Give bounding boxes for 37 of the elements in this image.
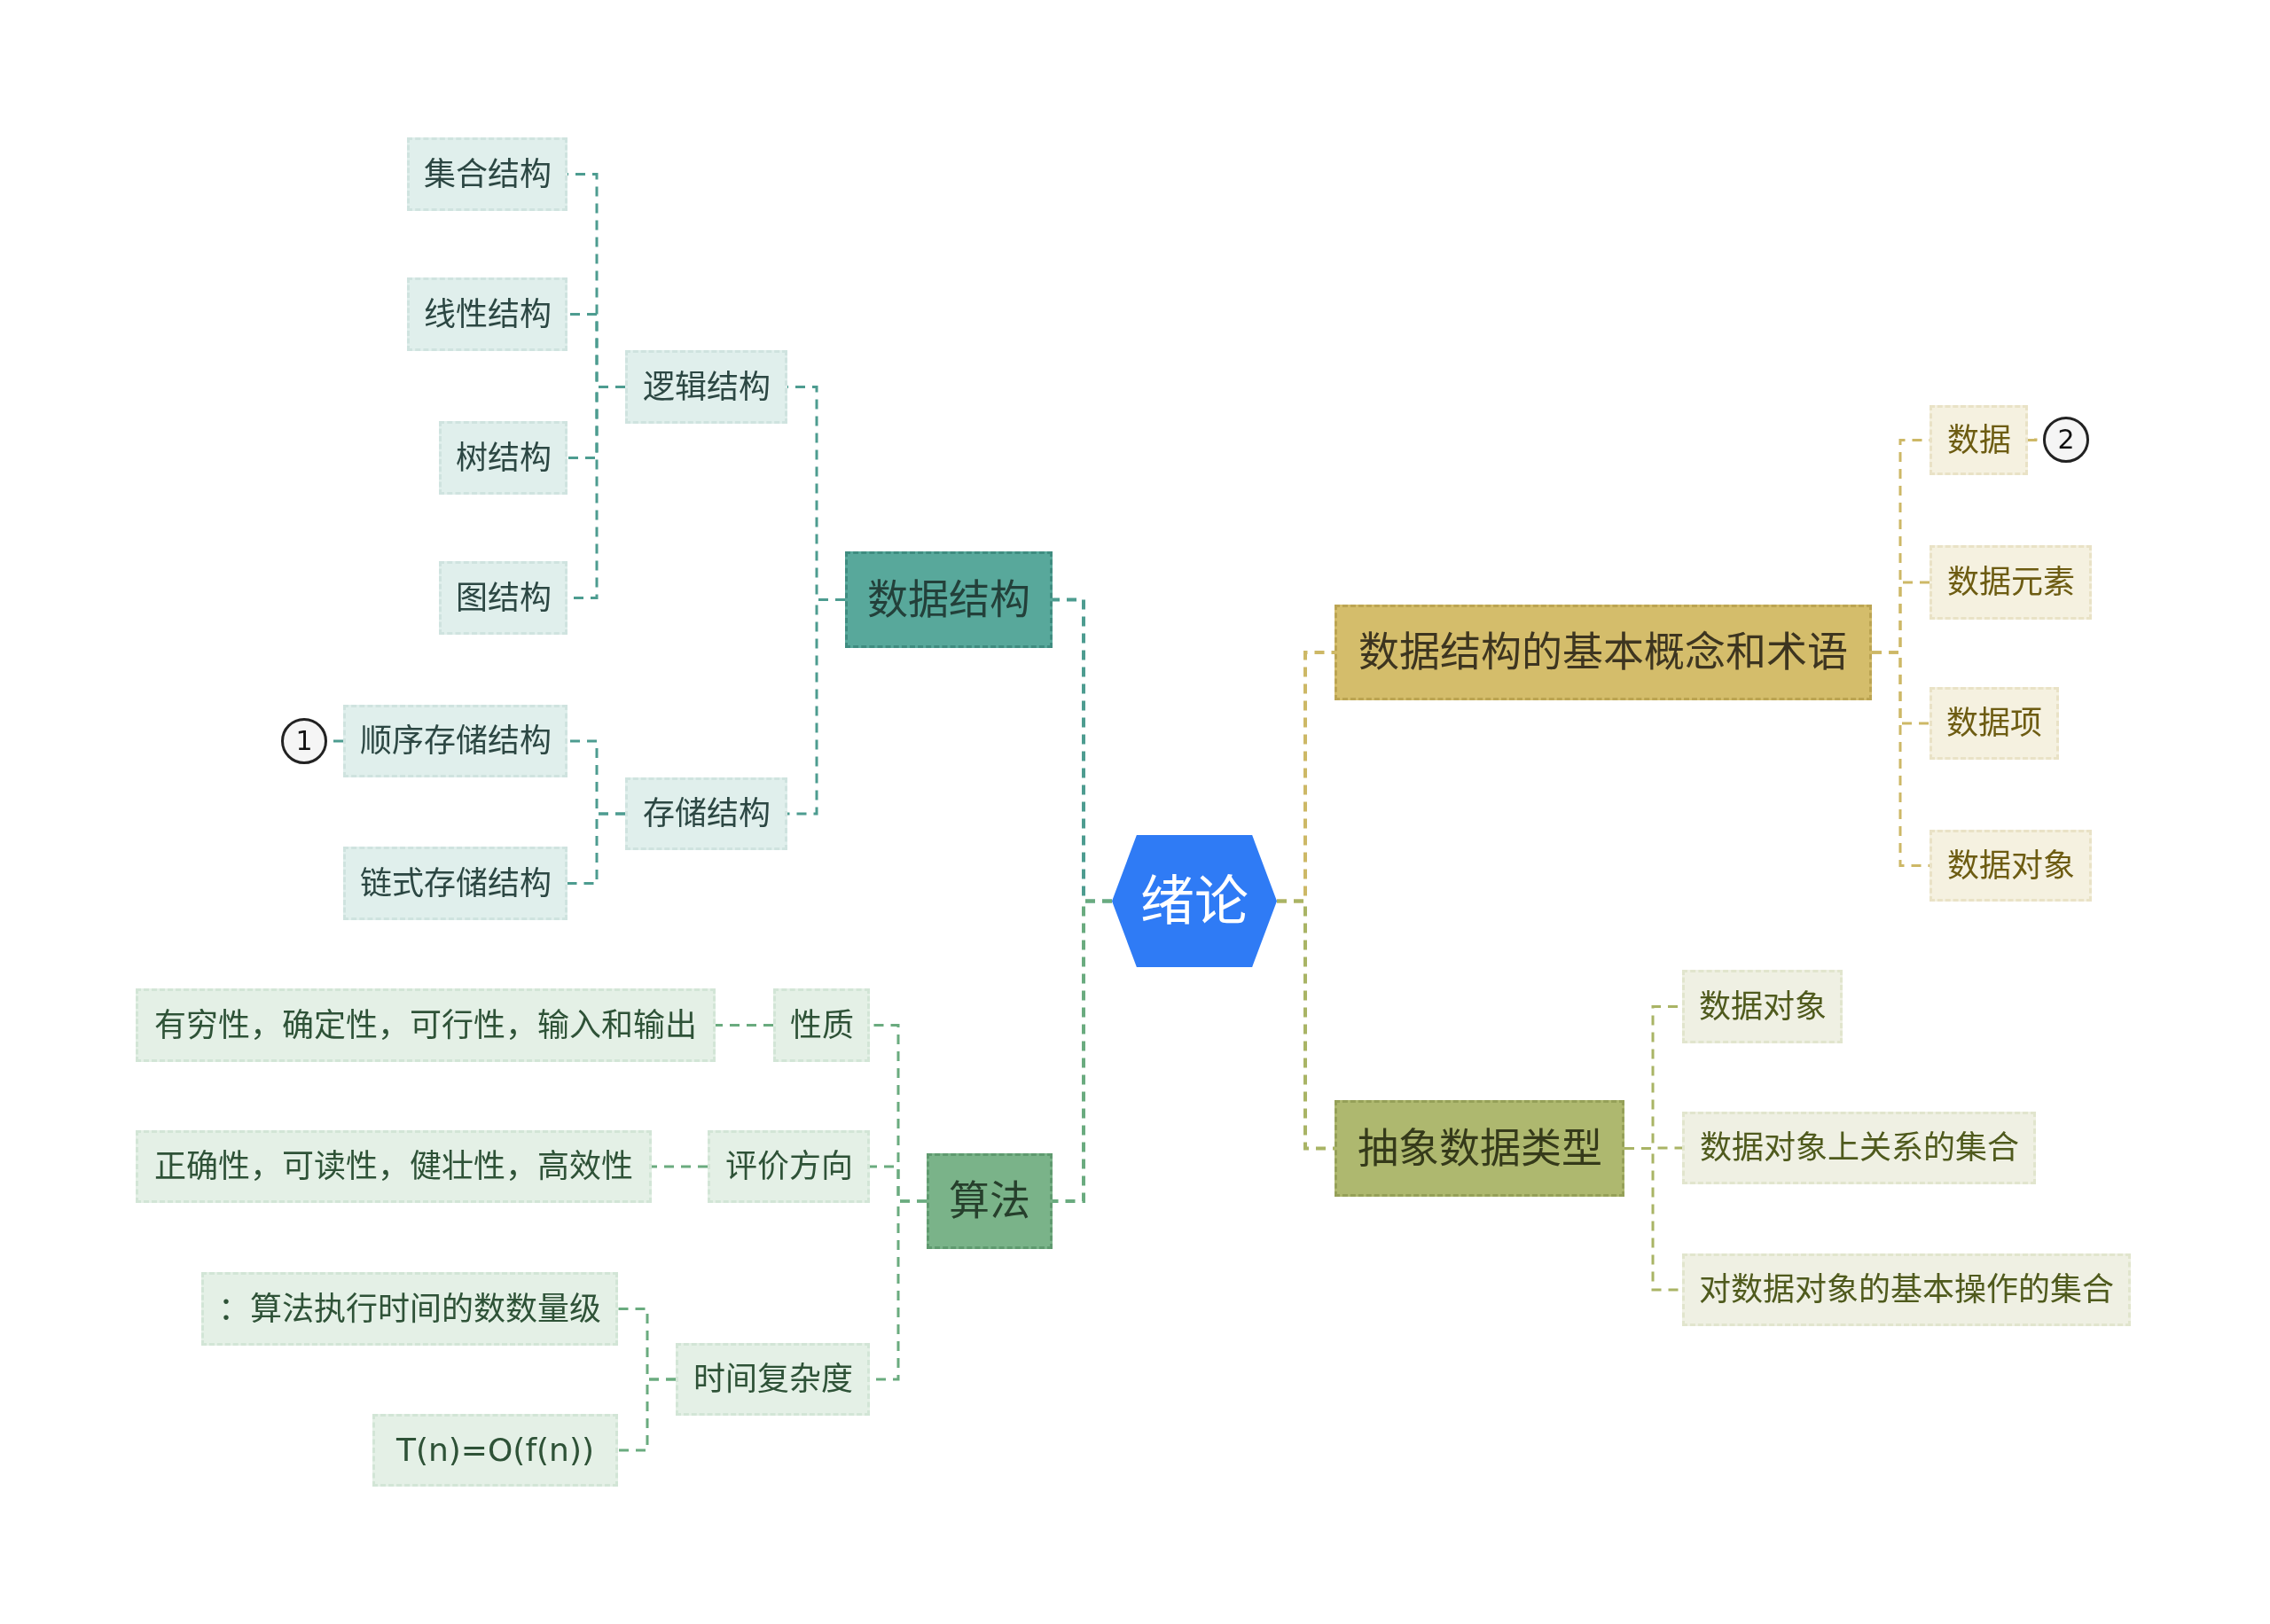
connector-line <box>1277 899 1335 1151</box>
connector-line <box>568 812 625 885</box>
connector-line <box>1053 899 1112 1203</box>
subtopic-box: 顺序存储结构 <box>343 705 568 777</box>
subtopic-box: 逻辑结构 <box>625 350 787 424</box>
number-circle: 2 <box>2043 417 2089 463</box>
subtopic-box: 评价方向 <box>708 1130 870 1203</box>
subtopic-box: 线性结构 <box>407 277 568 351</box>
topic-box: 数据结构 <box>845 551 1053 648</box>
connector-line <box>652 1165 708 1168</box>
subtopic-box: 存储结构 <box>625 777 787 850</box>
subtopic-box: 数据对象 <box>1682 970 1843 1043</box>
subtopic-box: 对数据对象的基本操作的集合 <box>1682 1253 2131 1326</box>
connector-line <box>787 598 845 816</box>
topic-box: 抽象数据类型 <box>1335 1100 1624 1197</box>
subtopic-box: 数据对象上关系的集合 <box>1682 1112 2036 1184</box>
subtopic-box: 数据 <box>1930 405 2028 475</box>
subtopic-box: ：算法执行时间的数数量级 <box>201 1272 618 1346</box>
subtopic-box: 正确性，可读性，健壮性，高效性 <box>136 1130 652 1203</box>
connector-line <box>716 1024 773 1027</box>
subtopic-box: T(n)=O(f(n)) <box>372 1414 618 1487</box>
subtopic-box: 时间复杂度 <box>676 1343 870 1416</box>
connector-line <box>618 1378 676 1452</box>
subtopic-box: 性质 <box>773 988 870 1062</box>
subtopic-box: 数据元素 <box>1930 545 2092 620</box>
central-topic: 绪论 <box>1112 835 1277 967</box>
connector-line <box>1872 651 1930 867</box>
subtopic-box: 数据项 <box>1930 687 2059 760</box>
subtopic-box: 链式存储结构 <box>343 847 568 920</box>
number-circle: 1 <box>281 718 327 764</box>
subtopic-box: 图结构 <box>439 561 568 635</box>
subtopic-box: 有穷性，确定性，可行性，输入和输出 <box>136 988 716 1062</box>
subtopic-box: 集合结构 <box>407 137 568 211</box>
subtopic-box: 数据对象 <box>1930 830 2092 902</box>
topic-box: 算法 <box>927 1153 1053 1249</box>
topic-box: 数据结构的基本概念和术语 <box>1335 605 1872 700</box>
subtopic-box: 树结构 <box>439 421 568 495</box>
